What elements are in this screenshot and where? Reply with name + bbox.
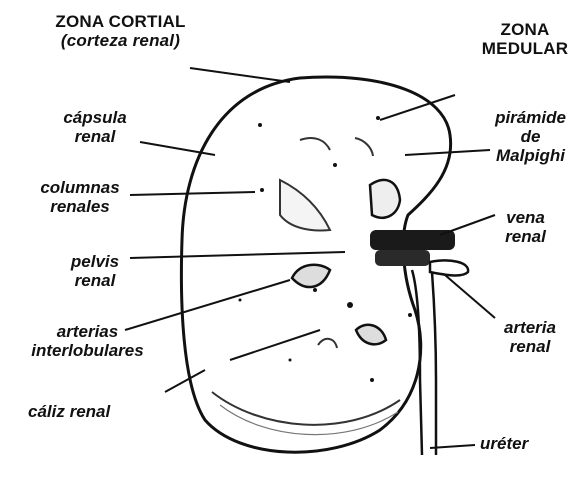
zona-medular-line1: ZONA: [470, 20, 580, 39]
label-arteria-renal: arteria renal: [490, 318, 570, 356]
renal-vein: [370, 230, 455, 250]
arteria-line2: renal: [490, 337, 570, 356]
label-columnas-renales: columnas renales: [20, 178, 140, 216]
vena-line2: renal: [488, 227, 563, 246]
zona-cortial-line1: ZONA CORTIAL: [28, 12, 213, 31]
piramide-line1: pirámide: [478, 108, 583, 127]
label-zona-cortial: ZONA CORTIAL (corteza renal): [28, 12, 213, 50]
ureter-line1: uréter: [480, 434, 528, 453]
label-caliz-renal: cáliz renal: [28, 402, 110, 421]
zona-medular-line2: MEDULAR: [470, 39, 580, 58]
label-pelvis-renal: pelvis renal: [55, 252, 135, 290]
label-arterias-interlobulares: arterias interlobulares: [5, 322, 170, 360]
capsula-line2: renal: [50, 127, 140, 146]
vena-line1: vena: [488, 208, 563, 227]
capsula-line1: cápsula: [50, 108, 140, 127]
piramide-line3: Malpighi: [478, 146, 583, 165]
label-piramide-malpighi: pirámide de Malpighi: [478, 108, 583, 165]
zona-cortial-line2: (corteza renal): [28, 31, 213, 50]
label-ureter: uréter: [480, 434, 528, 453]
arteria-line1: arteria: [490, 318, 570, 337]
hilum-cavity: [370, 180, 400, 218]
columnas-line1: columnas: [20, 178, 140, 197]
renal-artery: [430, 260, 468, 275]
pelvis-line2: renal: [55, 271, 135, 290]
caliz-line1: cáliz renal: [28, 402, 110, 421]
arterias-line1: arterias: [5, 322, 170, 341]
label-capsula-renal: cápsula renal: [50, 108, 140, 146]
pelvis-line1: pelvis: [55, 252, 135, 271]
columnas-line2: renales: [20, 197, 140, 216]
piramide-line2: de: [478, 127, 583, 146]
arterias-line2: interlobulares: [5, 341, 170, 360]
label-zona-medular: ZONA MEDULAR: [470, 20, 580, 58]
label-vena-renal: vena renal: [488, 208, 563, 246]
